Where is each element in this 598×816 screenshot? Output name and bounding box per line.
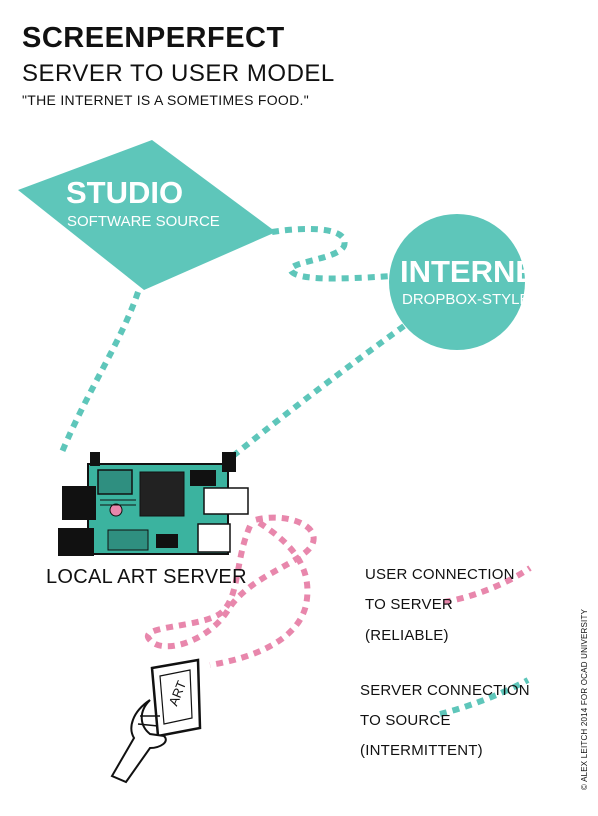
server-label: LOCAL ART SERVER [46,566,247,588]
studio-to-server-link [59,291,141,454]
quote: "THE INTERNET IS A SOMETIMES FOOD." [22,92,309,108]
studio-diamond [18,140,276,290]
legend-server-line-2: TO SOURCE [360,712,451,729]
studio-title: STUDIO [66,175,184,210]
subtitle: SERVER TO USER MODEL [22,60,335,87]
server-board [58,452,249,556]
legend-user-line-1: USER CONNECTION [365,566,515,583]
studio-subtitle: SOFTWARE SOURCE [67,213,220,230]
tablet-screen [159,669,193,725]
credit: © ALEX LEITCH 2014 FOR OCAD UNIVERSITY [580,608,589,790]
title: SCREENPERFECT [22,22,285,54]
internet-title: INTERNET [400,254,555,289]
legend-server-line-1: SERVER CONNECTION [360,682,530,699]
teal-connections [59,225,406,463]
legend-pink-swatch [443,565,532,605]
server-to-tablet-link [144,514,317,668]
internet-to-server-link [226,323,406,463]
hand-arm [110,699,167,784]
tablet-in-hand: ART [110,658,202,784]
legend-user-line-3: (RELIABLE) [365,627,449,644]
pink-connections [144,514,317,668]
legend-teal-swatch [439,677,530,717]
legend-server-line-3: (INTERMITTENT) [360,742,483,759]
legend-user-line-2: TO SERVER [365,596,453,613]
internet-subtitle: DROPBOX-STYLE [402,291,530,308]
internet-circle [389,214,525,350]
studio-to-internet-link [271,225,393,282]
